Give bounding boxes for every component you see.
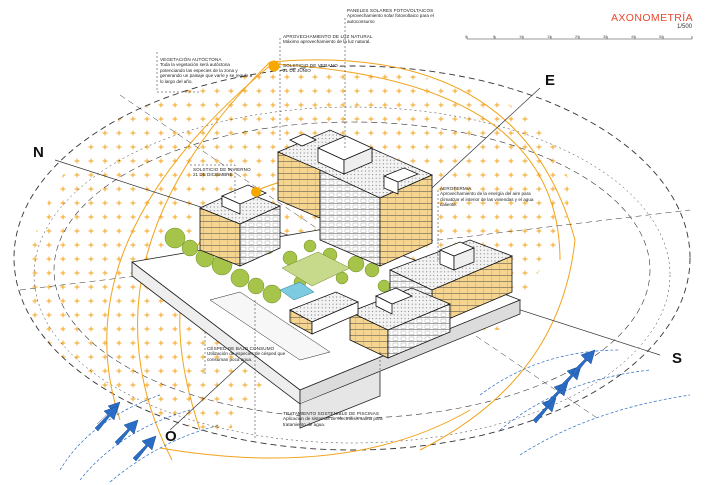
wind-arrows-right (532, 349, 596, 424)
cardinal-south: S (672, 350, 683, 367)
scale-bar (466, 36, 693, 40)
building-south (348, 287, 452, 359)
scale-label: 1/500 (677, 24, 693, 30)
annotation-solar-panels: PANELES SOLARES FOTOVOLTAICOS Aprovecham… (347, 8, 457, 24)
scale-tick: 15 (547, 34, 552, 39)
annotation-title: SOLSTICIO DE INVIERNO (193, 167, 251, 172)
scale-tick: 10 (519, 34, 524, 39)
scale-tick: 50 (659, 34, 664, 39)
annotation-title: PANELES SOLARES FOTOVOLTAICOS (347, 8, 434, 13)
cardinal-north: N (33, 144, 44, 161)
scale-tick: 5 (493, 34, 496, 39)
building-poolside (289, 291, 359, 335)
annotation-title: APROVECHAMIENTO DE LUZ NATURAL (283, 34, 373, 39)
annotation-desc: Toda la vegetación será autóctona potenc… (160, 62, 253, 84)
wind-arrows-left (94, 401, 157, 462)
annotation-lawn: CÉSPED DE BAJO CONSUMO Utilización de es… (207, 346, 302, 362)
scale-tick: 20 (575, 34, 580, 39)
scale-tick: 30 (603, 34, 608, 39)
annotation-pools: TRATAMIENTO SOSTENIBLE DE PISCINAS Aplic… (283, 411, 391, 427)
building-west (198, 184, 282, 267)
diagram-title: AXONOMETRÍA (611, 12, 693, 24)
cardinal-west: O (165, 428, 177, 445)
annotation-desc: Utilización de especies de césped que co… (207, 351, 286, 362)
cardinal-east: E (545, 72, 556, 89)
annotation-title: AEROTERMIA (440, 186, 472, 191)
building-tower (277, 129, 433, 267)
scale-tick: 0 (465, 34, 468, 39)
wind-flow-lines (59, 349, 691, 483)
annotation-natural-light: APROVECHAMIENTO DE LUZ NATURAL Máximo ap… (283, 34, 388, 45)
annotation-desc: Máximo aprovechamiento de la luz natural… (283, 39, 371, 45)
sun-summer-icon (268, 60, 280, 72)
annotation-title: TRATAMIENTO SOSTENIBLE DE PISCINAS (283, 411, 380, 416)
annotation-aerotermia: AEROTERMIA Aprovechamiento de la energía… (440, 186, 550, 208)
leader-lines (156, 18, 439, 438)
annotation-title: VEGETACIÓN AUTÓCTONA (160, 57, 222, 62)
sun-winter-icon (251, 187, 261, 197)
annotation-desc: 21 DE DICIEMBRE (193, 172, 233, 178)
annotation-title: SOLSTICIO DE VERANO (283, 63, 338, 68)
annotation-desc: 21 DE JUNIO (283, 68, 311, 74)
lawn-and-pool (279, 251, 351, 301)
annotation-desc: Aplicación de sistemas de electrólisis s… (283, 416, 383, 427)
annotation-title: CÉSPED DE BAJO CONSUMO (207, 346, 275, 351)
sun-path-ellipses (13, 65, 691, 451)
annotation-winter-solstice: SOLSTICIO DE INVIERNO 21 DE DICIEMBRE (193, 167, 273, 178)
annotation-vegetation: VEGETACIÓN AUTÓCTONA Toda la vegetación … (160, 57, 255, 84)
annotation-summer-solstice: SOLSTICIO DE VERANO 21 DE JUNIO (283, 63, 353, 74)
scale-tick: 40 (631, 34, 636, 39)
annotation-desc: Aprovechamiento solar fotovoltaico para … (347, 13, 434, 24)
annotation-desc: Aprovechamiento de la energía del aire p… (440, 191, 534, 208)
